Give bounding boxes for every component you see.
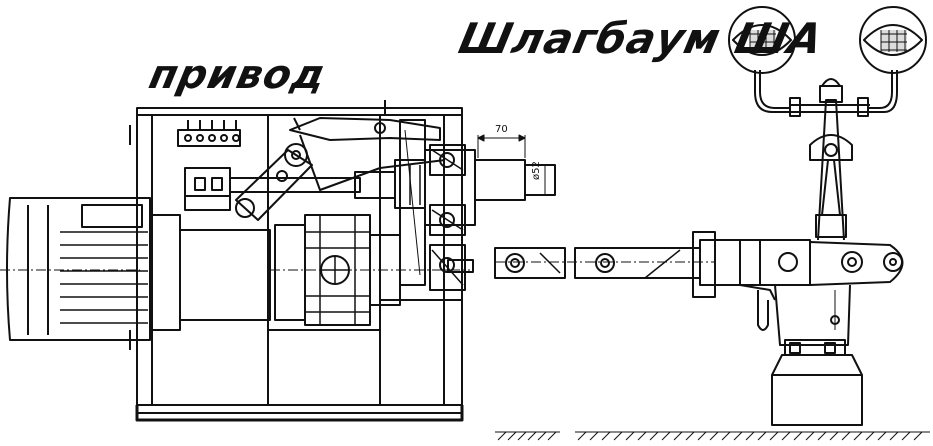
dimension-length-label: 70 bbox=[495, 124, 508, 135]
signal-lamp-left bbox=[728, 6, 796, 74]
gears bbox=[399, 119, 474, 291]
ground-hatching bbox=[495, 431, 930, 441]
drive-label: привод bbox=[145, 52, 331, 98]
clutch bbox=[270, 214, 470, 326]
signal-lamp-right bbox=[859, 6, 927, 74]
dimension-lines bbox=[477, 134, 546, 195]
dimension-diameter-label: ø52 bbox=[531, 161, 542, 180]
signal-mast bbox=[754, 70, 898, 241]
barrier-post bbox=[739, 284, 863, 426]
terminal-block bbox=[177, 120, 241, 147]
barrier-boom bbox=[494, 231, 904, 298]
electric-motor bbox=[6, 197, 271, 341]
drawing-title: Шлагбаум ША bbox=[454, 14, 828, 63]
main-shaft bbox=[229, 149, 556, 226]
limit-switch bbox=[184, 167, 231, 211]
